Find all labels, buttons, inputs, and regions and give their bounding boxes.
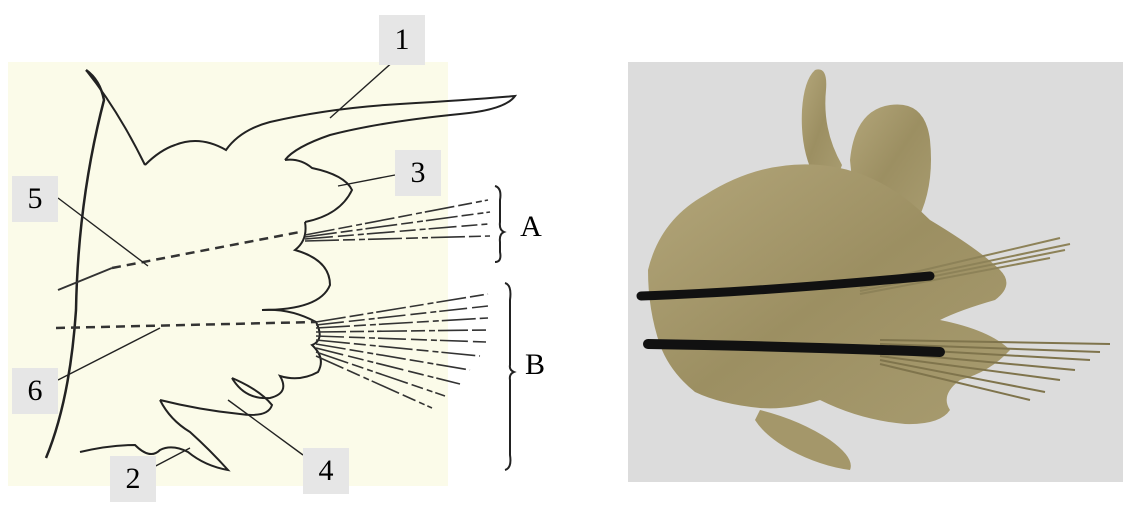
specimen-dorsal-cirrus (802, 69, 842, 178)
specimen-ventral-cirrus (755, 410, 851, 470)
